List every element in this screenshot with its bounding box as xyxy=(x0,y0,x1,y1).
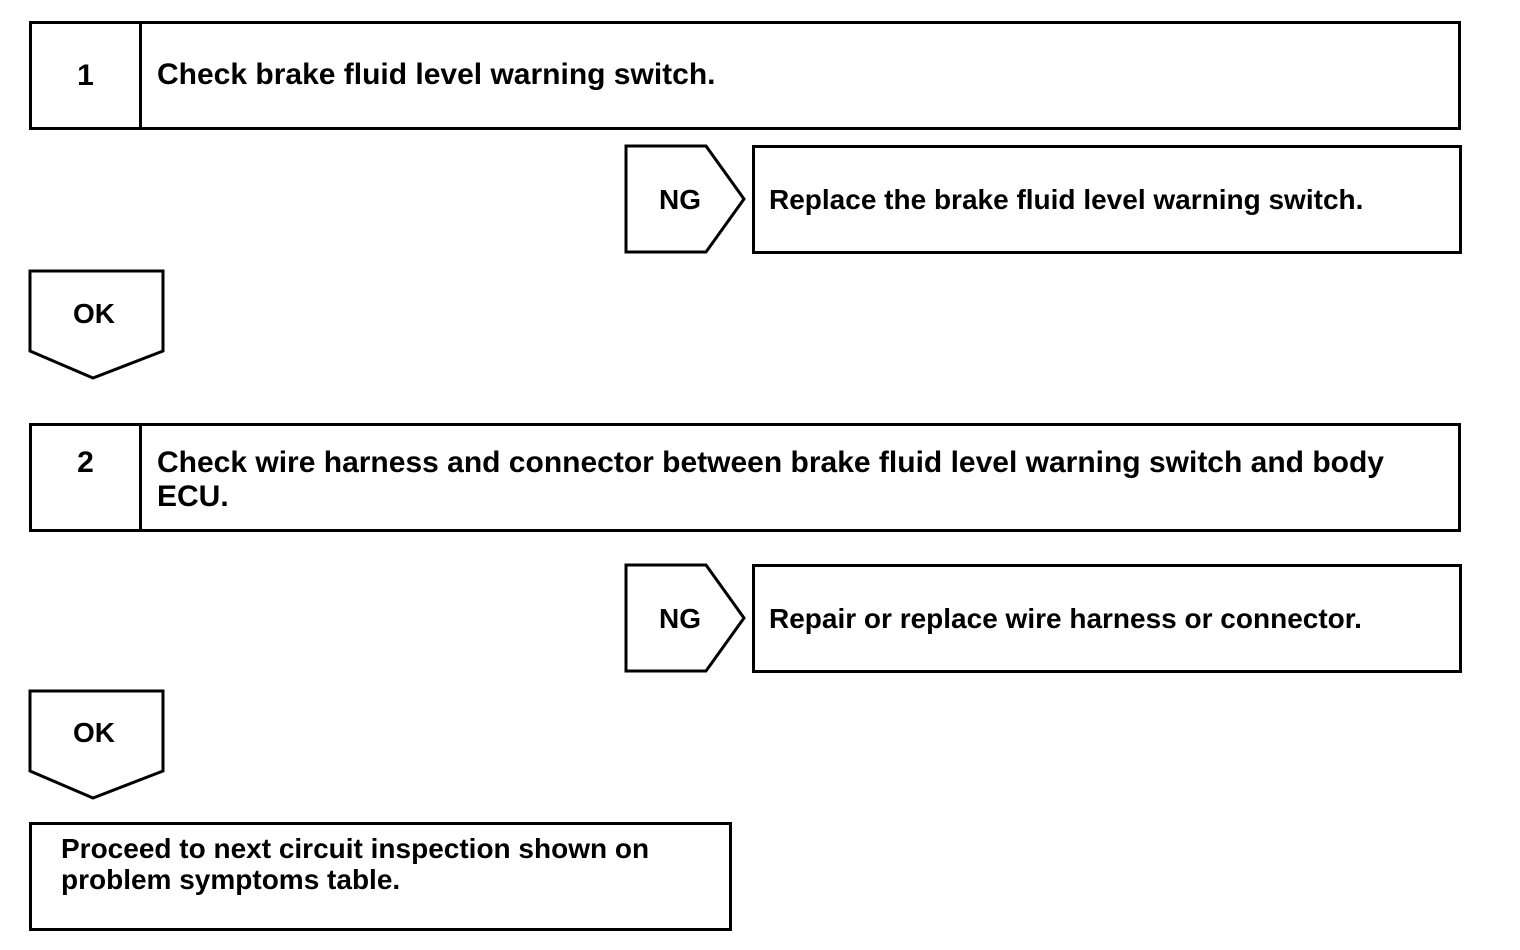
ng-label-2: NG xyxy=(659,603,701,634)
ng-action-2-text: Repair or replace wire harness or connec… xyxy=(769,603,1362,634)
step-1-box: 1 Check brake fluid level warning switch… xyxy=(29,21,1461,130)
ok-arrow-2 xyxy=(28,689,165,800)
final-action-text: Proceed to next circuit inspection shown… xyxy=(61,833,650,895)
step-2-box: 2 Check wire harness and connector betwe… xyxy=(29,423,1461,532)
ng-arrow-1 xyxy=(624,144,746,254)
step-1-text: Check brake fluid level warning switch. xyxy=(157,58,716,91)
ng-arrow-2 xyxy=(624,563,746,673)
ng-action-1-text: Replace the brake fluid level warning sw… xyxy=(769,184,1364,215)
ng-action-2-box: Repair or replace wire harness or connec… xyxy=(752,564,1462,673)
step-2-text: Check wire harness and connector between… xyxy=(157,446,1384,513)
ok-arrow-1 xyxy=(28,269,165,380)
ok-label-2: OK xyxy=(73,717,115,748)
step-2-number: 2 xyxy=(32,426,142,529)
ok-label-1: OK xyxy=(73,298,115,329)
final-action-box: Proceed to next circuit inspection shown… xyxy=(29,822,732,931)
ng-label-1: NG xyxy=(659,184,701,215)
ng-action-1-box: Replace the brake fluid level warning sw… xyxy=(752,145,1462,254)
step-1-number: 1 xyxy=(32,24,142,127)
